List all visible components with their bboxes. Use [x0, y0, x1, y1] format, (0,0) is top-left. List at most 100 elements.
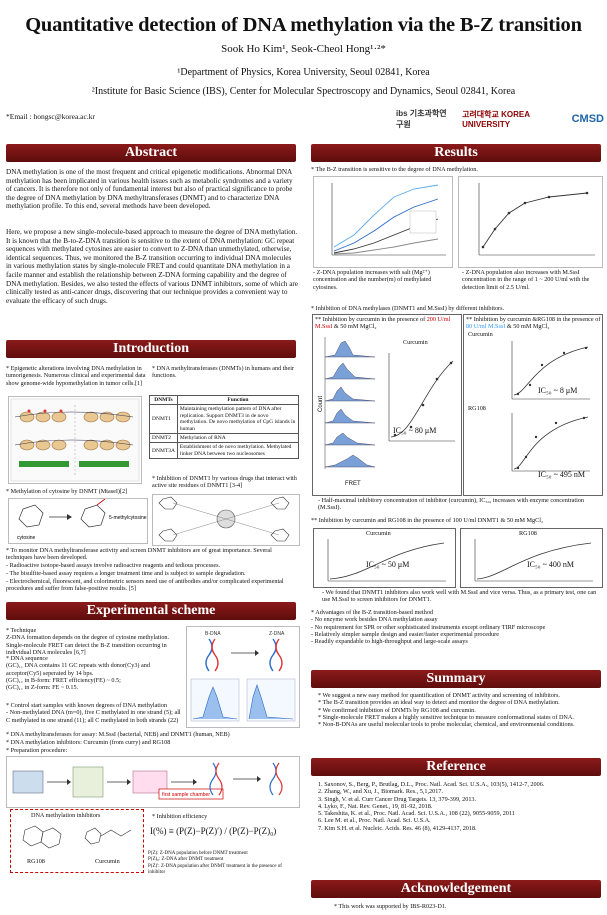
- inhibitor-structures-diagram: [158, 496, 290, 542]
- rg108-495nm-curve: [511, 413, 590, 472]
- intro-methylation-caption: * Methylation of cytosine by DNMT (Mtase…: [6, 488, 128, 495]
- affiliation-1: ¹Department of Physics, Korea University…: [177, 67, 430, 78]
- acknowledgement-heading: Acknowledgement: [311, 880, 601, 898]
- ic50-50: IC₅₀ ~ 50 μM: [366, 560, 410, 569]
- svg-text:5-methylcytosine: 5-methylcytosine: [109, 515, 147, 521]
- advantage-item: - Readily expandable to high-throughput …: [311, 638, 468, 646]
- scheme-technique: * Technique Z-DNA formation depends on t…: [6, 627, 181, 656]
- table-header: Function: [176, 394, 300, 406]
- summary-heading: Summary: [311, 670, 601, 688]
- results-bz-sensitive: * The B-Z transition is sensitive to the…: [311, 166, 478, 173]
- curcumin-panel-title-a: ** Inhibition by curcumin in the presenc…: [315, 316, 426, 323]
- table-header-row: DNMTs Function: [149, 394, 300, 406]
- hypomethylation-figure: [8, 396, 142, 484]
- table-cell: Maintaining methylation pattern of DNA a…: [176, 404, 300, 435]
- msssi-panel-title: ** Inhibition by curcumin &RG108 in the …: [466, 316, 602, 331]
- z-dna-label: Z-DNA: [269, 631, 285, 637]
- advantages: * Advantages of the B-Z transition-based…: [311, 609, 603, 645]
- formula-definitions: P(Z): Z-DNA population before DNMT treat…: [148, 851, 298, 877]
- dnmt1-rg108-panel: RG108 IC₅₀ ~ 400 nM: [460, 528, 603, 588]
- reference-item: 1. Saxonov, S., Berg, P., Brutlag, D.L.,…: [318, 781, 545, 788]
- intro-dnmts: * DNA methyltransferases (DNMTs) in huma…: [152, 365, 295, 380]
- pz-definition: P(Z): Z-DNA population before DNMT treat…: [148, 851, 248, 856]
- poster-title: Quantitative detection of DNA methylatio…: [25, 14, 582, 36]
- acknowledgement-text: * This work was supported by IBS-R023-D1…: [334, 903, 447, 910]
- msssi-panel-title-c: & 50 mM MgCl₂: [506, 323, 550, 331]
- logos: ibs 기초과학연구원 고려대학교 KOREA UNIVERSITY CMSD: [393, 106, 607, 132]
- scheme-control: * Control start samples with known degre…: [6, 702, 186, 724]
- intro-bisulfite: - The bisulfite-based assay requires a l…: [6, 570, 246, 577]
- advantage-item: - No requirement for SPR or other sophis…: [311, 623, 546, 631]
- preparation-figure: first sample chamber: [6, 756, 300, 808]
- advantage-item: - Relatively simpler sample design and e…: [311, 630, 499, 638]
- summary-item: * Non-B-DNAs are useful molecular tools …: [318, 721, 575, 729]
- sequence-line3: (GC)₁₁ in Z-form: FE ~ 0.15.: [6, 684, 79, 692]
- ic50-400: IC₅₀ ~ 400 nM: [527, 560, 575, 569]
- b-dna-label: B-DNA: [205, 631, 221, 637]
- zdna-vs-salt-chart: [313, 176, 453, 268]
- inhibition-efficiency-heading: * Inhibition efficiency: [152, 813, 208, 820]
- sequence-line2: (GC)₁₁ in B-form: FRET efficiency(FE) ~ …: [6, 676, 121, 684]
- zdna-vs-msssi-chart: [458, 176, 603, 268]
- reference-item: 4. Lyko, F., Nat. Rev. Genet., 19, 81-92…: [318, 802, 433, 810]
- dnmt-table: DNMTs Function DNMT1 Maintaining methyla…: [149, 394, 300, 460]
- dnmt1-rg108-curve: [474, 539, 593, 582]
- dnmt1-rg108-label: RG108: [519, 530, 537, 537]
- ic50-495: IC₅₀ ~ 495 nM: [538, 470, 586, 479]
- summary-item: * We confirmed inhibition of DNMTs by RG…: [318, 706, 476, 714]
- summary-item: * The B-Z transition provides an ideal w…: [318, 699, 560, 707]
- inhibitors-box: DNA methylation inhibitors RG108 Curcumi…: [10, 809, 144, 873]
- experimental-scheme-heading: Experimental scheme: [6, 602, 296, 620]
- curcumin-inhibition-panel: ** Inhibition by curcumin in the presenc…: [312, 314, 462, 496]
- curcumin-subpanel-label: Curcumin: [468, 331, 493, 338]
- methylation-reaction-figure: 5-methylcytosine cytosine: [8, 498, 148, 544]
- rg108-subpanel-label: RG108: [468, 405, 486, 412]
- reference-item: 5. Takeshita, K. et al., Proc. Natl. Aca…: [318, 810, 515, 818]
- caption-msssi: - Z-DNA population also increases with M…: [462, 269, 590, 291]
- svg-text:cytosine: cytosine: [17, 535, 36, 541]
- results-heading: Results: [311, 144, 601, 162]
- dnmt1-curcumin-curve: [327, 539, 446, 582]
- dnmt1-curcumin-label: Curcumin: [366, 530, 391, 537]
- caption-salt: - Z-DNA population increases with salt (…: [313, 269, 432, 291]
- zdna-vs-msssi-plot: [478, 183, 595, 256]
- table-row: DNMT3A Establishment of de novo methylat…: [149, 442, 300, 460]
- fret-axis-label: FRET: [345, 481, 361, 487]
- technique-heading: * Technique: [6, 627, 37, 634]
- cmsd-logo: CMSD: [571, 113, 604, 125]
- ibs-logo: ibs 기초과학연구원: [396, 109, 447, 129]
- introduction-heading: Introduction: [6, 340, 296, 358]
- pz0-definition: P(Z)₀: Z-DNA after DNMT treatment: [148, 857, 224, 863]
- chromatin-diagram: [10, 398, 140, 482]
- ic50-80: IC₅₀ ~ 80 μM: [393, 426, 437, 435]
- authors: Sook Ho Kim¹, Seok-Cheol Hong¹·²*: [221, 43, 386, 55]
- count-axis-label: Count: [318, 395, 325, 413]
- sample-chamber-label: first sample chamber: [162, 792, 210, 798]
- reference-list: 1. Saxonov, S., Berg, P., Brutlag, D.L.,…: [318, 781, 602, 832]
- intro-monitor: * To monitor DNA methyltransferase activ…: [6, 547, 272, 562]
- reference-item: 7. Kim S.H. et al. Nucleic. Acids. Res. …: [318, 824, 477, 832]
- dnmt1-curcumin-panel: Curcumin IC₅₀ ~ 50 μM: [313, 528, 456, 588]
- rg108-label: RG108: [27, 858, 45, 865]
- table-cell: DNMT1: [149, 404, 178, 435]
- inhibitor-molecules: [22, 825, 132, 849]
- half-maximal-caption: - Half-maximal inhibitory concentration …: [318, 497, 584, 512]
- abstract-heading: Abstract: [6, 144, 296, 162]
- abstract-p1: DNA methylation is one of the most frequ…: [6, 168, 293, 211]
- curcumin-chart-title: Curcumin: [403, 339, 428, 346]
- summary-item: * We suggest a new easy method for quant…: [318, 692, 560, 699]
- intro-inhibition-caption: * Inhibition of DNMT1 by various drugs t…: [152, 475, 297, 490]
- dnmt1-inhibition-title: ** Inhibition by curcumin and RG108 in t…: [311, 517, 544, 524]
- table-cell: DNMT3A: [149, 442, 178, 460]
- results-inhibition: * Inhibition of DNA methylases (DNMT1 an…: [311, 305, 505, 312]
- table-row: DNMT2 Methylation of RNA: [149, 433, 300, 444]
- table-cell: Methylation of RNA: [176, 433, 300, 444]
- intro-epigenetic: * Epigenetic alterations involving DNA m…: [6, 365, 146, 387]
- fret-histograms: [324, 337, 376, 469]
- sequence-heading: * DNA sequence: [6, 655, 48, 662]
- sequence-line1: (GC)₁₁ DNA contains 11 GC repeats with d…: [6, 662, 150, 677]
- curcumin-label: Curcumin: [95, 858, 120, 865]
- summary-item: * Single-molecule FRET makes a highly se…: [318, 713, 574, 721]
- curcumin-panel-title: ** Inhibition by curcumin in the presenc…: [315, 316, 461, 331]
- technique-line1: Z-DNA formation depends on the degree of…: [6, 634, 170, 642]
